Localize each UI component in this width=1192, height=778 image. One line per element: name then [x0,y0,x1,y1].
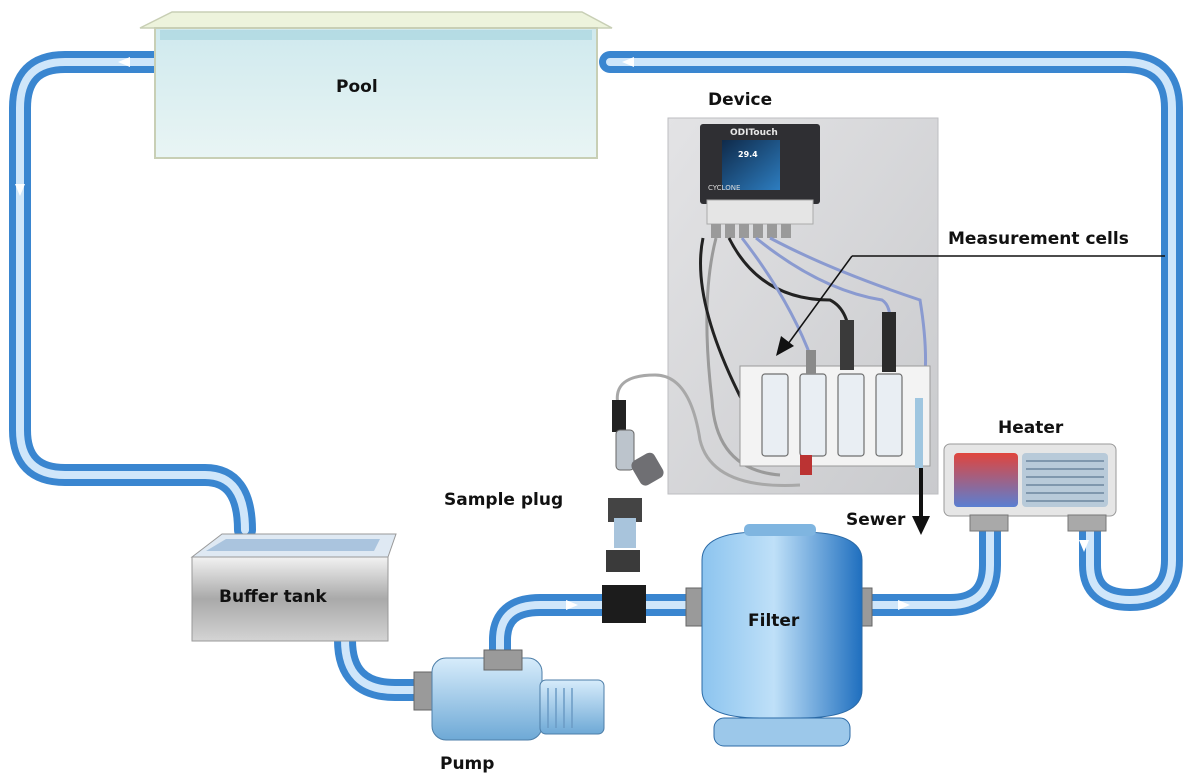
buffer-tank [190,533,397,642]
controller-maker: CYCLONE [708,184,741,192]
sewer-label: Sewer [846,510,906,530]
heater-label: Heater [998,418,1064,438]
pipe-network [9,51,1183,701]
flow-arrow [118,57,130,67]
buffer-tank-label: Buffer tank [219,587,327,607]
heater [943,443,1117,532]
pool [139,11,613,159]
sewer-drain [912,468,930,535]
measurement-cells-label: Measurement cells [948,229,1129,249]
filter-label: Filter [748,611,800,631]
pool-label: Pool [336,77,378,97]
measurement-cells-pointer [776,255,1165,356]
device-panel [667,117,939,495]
device-label: Device [708,90,773,110]
sample-plug-label: Sample plug [444,490,564,510]
flow-arrow [1079,540,1089,552]
flow-arrows [15,57,1089,610]
flow-arrow [898,600,910,610]
controller-screen-value: 29.4 [738,150,758,159]
flow-arrow [566,600,578,610]
pump [413,649,605,741]
pump-label: Pump [440,754,495,774]
controller-brand: ODITouch [730,128,778,138]
flow-arrow [15,184,25,196]
flow-arrow [622,57,634,67]
measurement-cells [739,312,931,475]
sample-plug [602,400,664,623]
controller-unit [700,124,820,238]
sample-line [615,373,801,487]
filter [685,524,873,747]
